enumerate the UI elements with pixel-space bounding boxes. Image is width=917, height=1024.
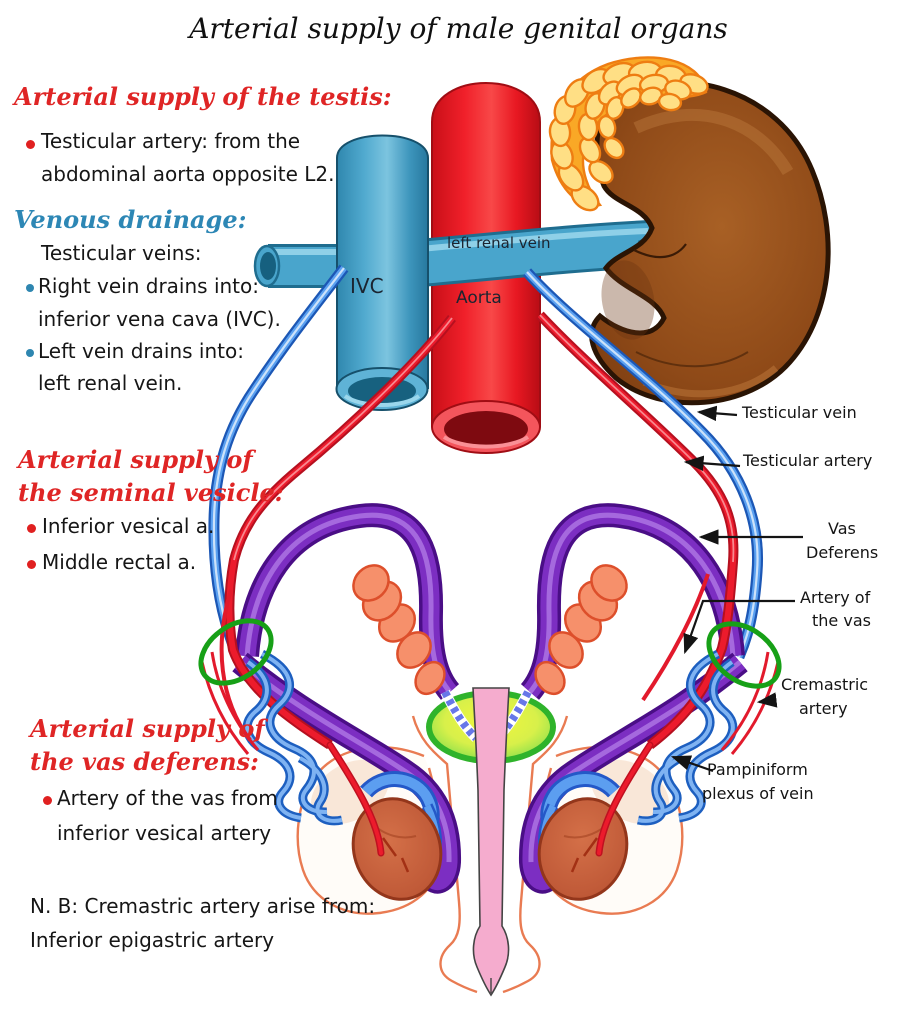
ivc-label: IVC <box>350 274 384 298</box>
testicular-vein-leader <box>696 405 738 422</box>
note-line2: Inferior epigastric artery <box>30 928 275 952</box>
callout-vas-line1: Vas <box>828 519 856 538</box>
heading-testis-supply: Arterial supply of the testis: <box>14 82 392 111</box>
callout-cremastric-line2: artery <box>799 699 848 718</box>
pampiniform-leader <box>670 755 714 773</box>
callout-vas-line2: Deferens <box>806 543 879 562</box>
callout-cremastric-line1: Cremastric <box>781 675 869 694</box>
seminal-bullet2: Middle rectal a. <box>42 550 197 574</box>
testicular-artery-right <box>536 311 739 749</box>
inguinal-ring-left <box>198 618 274 686</box>
seminal-vesicle-left <box>352 564 446 696</box>
left-renal-vein-label: left renal vein <box>447 234 551 252</box>
bullet-dot <box>27 560 36 569</box>
adrenal-gland <box>548 56 709 212</box>
bullet-dot <box>43 796 52 805</box>
testicular-vein-left <box>208 264 349 658</box>
heading-vas-line2: the vas deferens: <box>30 747 259 776</box>
bullet-dot <box>26 349 34 357</box>
bullet-dot <box>26 140 35 149</box>
callout-testicular-artery: Testicular artery <box>743 451 873 470</box>
heading-seminal-line1: Arterial supply of <box>18 445 253 474</box>
vas-bullet-line1: Artery of the vas from <box>57 786 278 810</box>
vas-bullet-line2: inferior vesical artery <box>57 821 272 845</box>
leader-arrows <box>670 405 803 773</box>
artery-of-vas-leader <box>683 599 795 655</box>
seminal-vesicle-right <box>534 564 628 696</box>
testicular-artery-leader <box>683 455 741 471</box>
bullet-dot <box>26 284 34 292</box>
venous-bullet1-line2: inferior vena cava (IVC). <box>38 307 281 331</box>
testis-bullet-line2: abdominal aorta opposite L2. <box>41 162 335 186</box>
page-title: Arterial supply of male genital organs <box>189 12 728 45</box>
artery-of-the-vas-right <box>641 573 710 702</box>
note-line1: N. B: Cremastric artery arise from: <box>30 894 376 918</box>
inguinal-ring-right <box>706 621 782 689</box>
seminal-bullet1: Inferior vesical a. <box>42 514 215 538</box>
cremastric-leader <box>756 692 778 708</box>
pampiniform-plexus-right <box>637 649 738 826</box>
venous-bullet2-line2: left renal vein. <box>38 371 183 395</box>
callout-testicular-vein: Testicular vein <box>742 403 857 422</box>
testicular-artery-tips <box>326 741 654 857</box>
bullet-dot <box>27 524 36 533</box>
cremastric-artery-right <box>720 651 780 755</box>
callout-pampiniform-line2: plexus of vein <box>702 784 814 803</box>
artery-of-the-vas-left <box>219 589 252 742</box>
testis-bullet-line1: Testicular artery: from the <box>41 129 301 153</box>
heading-venous-drainage: Venous drainage: <box>14 205 247 234</box>
callout-artery-of-vas-line2: the vas <box>812 611 871 630</box>
aorta-label: Aorta <box>456 288 502 308</box>
urethra-penis <box>472 687 510 997</box>
pampiniform-plexus-left <box>242 649 343 826</box>
venous-bullet1-line1: Right vein drains into: <box>38 274 259 298</box>
callout-pampiniform-line1: Pampiniform <box>707 760 808 779</box>
heading-seminal-line2: the seminal vesicle: <box>18 478 284 507</box>
venous-bullet2-line1: Left vein drains into: <box>38 339 244 363</box>
venous-subheading: Testicular veins: <box>41 241 202 265</box>
heading-vas-line1: Arterial supply of <box>30 714 265 743</box>
callout-artery-of-vas-line1: Artery of <box>800 588 871 607</box>
testicular-artery-left <box>224 314 456 750</box>
